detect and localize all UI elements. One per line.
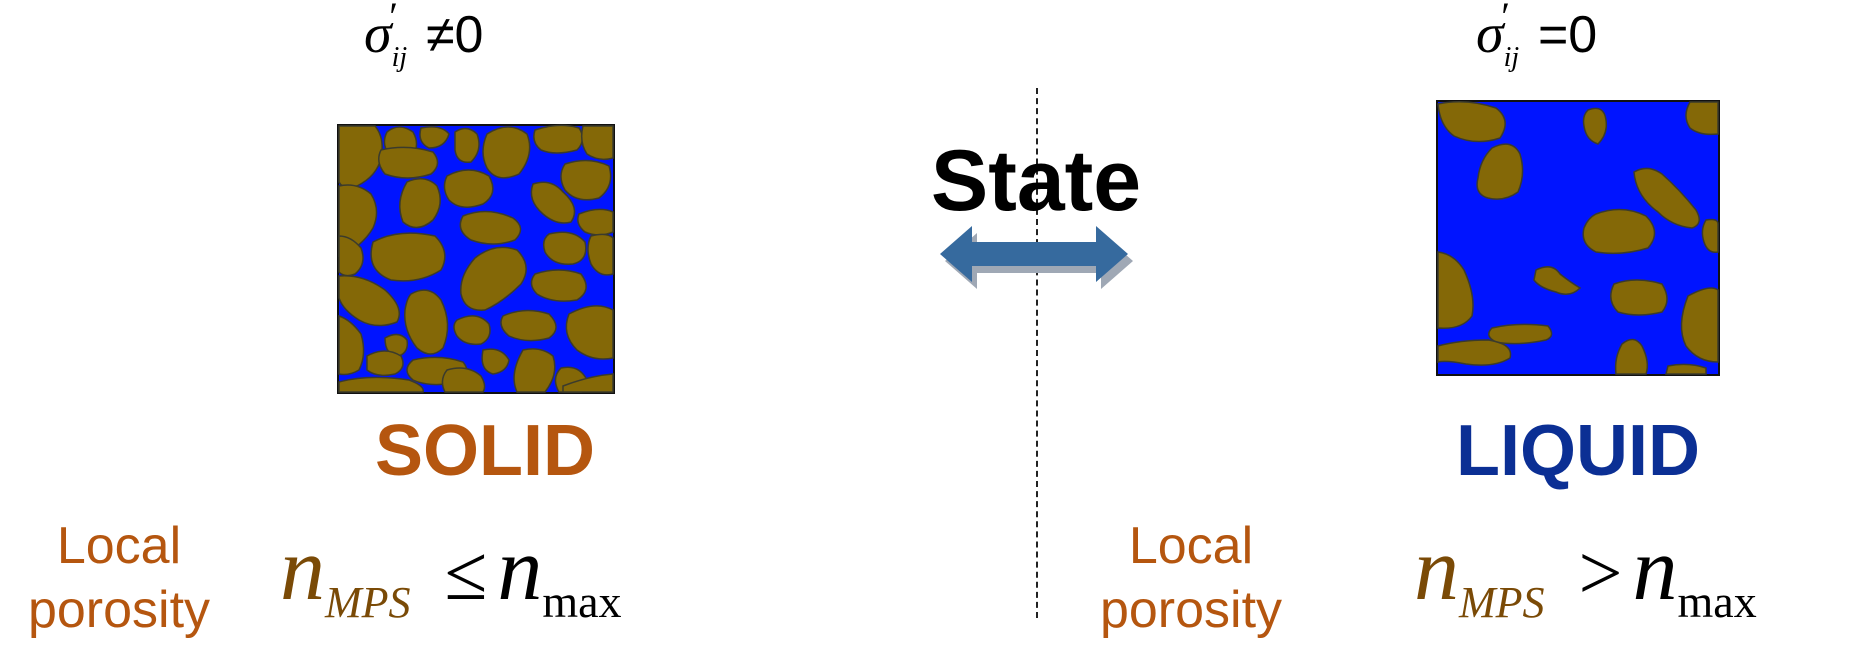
- left-porosity-label: Local porosity: [27, 517, 211, 639]
- state-title: State: [930, 133, 1142, 229]
- left-stress-formula: σij′≠0: [364, 0, 484, 73]
- double-arrow-icon: [934, 220, 1142, 292]
- liquid-state-label: LIQUID: [1456, 411, 1700, 491]
- right-stress-formula: σij′=0: [1476, 0, 1598, 73]
- liquid-porosity-condition: nMPS>nmax: [1414, 520, 1757, 627]
- center-divider-line: [1036, 88, 1038, 618]
- solid-soil-image: [337, 124, 615, 394]
- solid-porosity-condition: nMPS≤nmax: [280, 520, 622, 627]
- right-porosity-label: Local porosity: [1099, 517, 1283, 639]
- solid-state-label: SOLID: [374, 411, 595, 491]
- liquid-soil-image: [1436, 100, 1720, 376]
